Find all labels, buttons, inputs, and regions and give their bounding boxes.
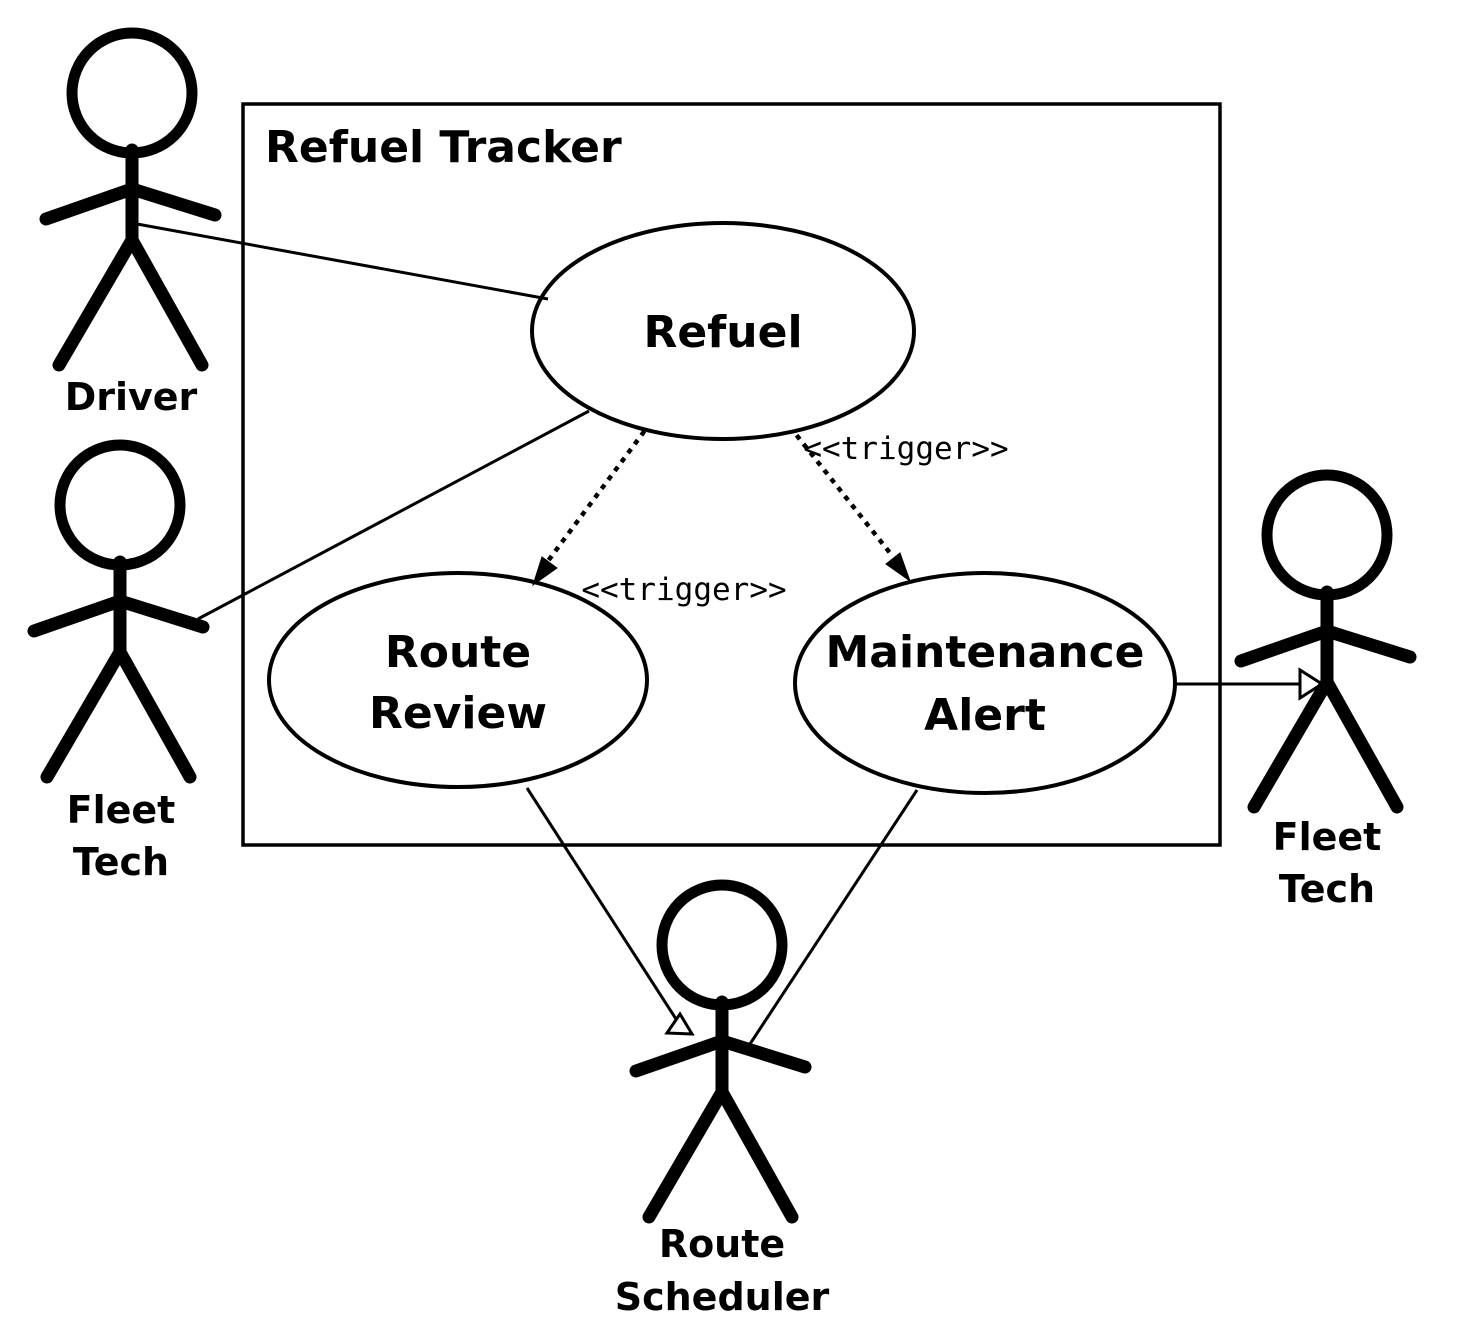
trigger-label-maintenance-alert: <<trigger>>	[803, 431, 1008, 467]
actor-route-scheduler: Route Scheduler	[615, 885, 830, 1319]
system-title: Refuel Tracker	[265, 122, 622, 173]
filled-arrowhead	[885, 552, 912, 583]
actor-route-scheduler-label-line2: Scheduler	[615, 1275, 830, 1319]
trigger-label-route-review: <<trigger>>	[581, 572, 786, 608]
edge-route-review-route-scheduler	[525, 787, 695, 1036]
actor-fleet-tech-left-label-line1: Fleet	[67, 788, 176, 832]
edge-maintenance-alert-fleet-tech-right	[1175, 667, 1325, 701]
use-case-maintenance-alert	[793, 571, 1177, 795]
actor-route-scheduler-label-line1: Route	[659, 1222, 785, 1266]
open-arrowhead	[664, 1011, 695, 1036]
edge-refuel-maintenance-alert	[794, 433, 912, 583]
maintenance-alert-label-line1: Maintenance	[825, 627, 1144, 678]
edge-fleet-tech-left-refuel	[197, 409, 590, 621]
use-case-refuel	[530, 221, 916, 441]
system-boundary	[241, 102, 1222, 847]
maintenance-alert-label-line2: Alert	[924, 690, 1046, 741]
actor-driver: Driver	[46, 33, 215, 419]
actor-fleet-tech-right: Fleet Tech	[1241, 475, 1410, 911]
actor-fleet-tech-left: Fleet Tech	[34, 445, 203, 884]
stick-figure-icon	[636, 885, 805, 1217]
route-review-label-line2: Review	[369, 688, 547, 739]
actor-fleet-tech-right-label-line1: Fleet	[1273, 815, 1382, 859]
refuel-ellipse	[530, 221, 916, 441]
stick-figure-icon	[34, 445, 203, 777]
actor-fleet-tech-left-label-line2: Tech	[73, 840, 169, 884]
actor-driver-label: Driver	[65, 375, 198, 419]
refuel-label: Refuel	[643, 307, 802, 358]
filled-arrowhead	[532, 556, 558, 587]
maintenance-alert-ellipse	[793, 571, 1177, 795]
edge-refuel-route-review	[532, 429, 647, 587]
open-arrowhead	[1298, 667, 1325, 701]
actor-fleet-tech-right-label-line2: Tech	[1279, 867, 1375, 911]
route-review-label-line1: Route	[385, 627, 531, 678]
use-case-route-review	[267, 571, 649, 789]
edge-maintenance-alert-route-scheduler	[748, 789, 919, 1045]
edge-driver-refuel	[136, 222, 549, 301]
stick-figure-icon	[46, 33, 215, 365]
route-review-ellipse	[267, 571, 649, 789]
stick-figure-icon	[1241, 475, 1410, 807]
